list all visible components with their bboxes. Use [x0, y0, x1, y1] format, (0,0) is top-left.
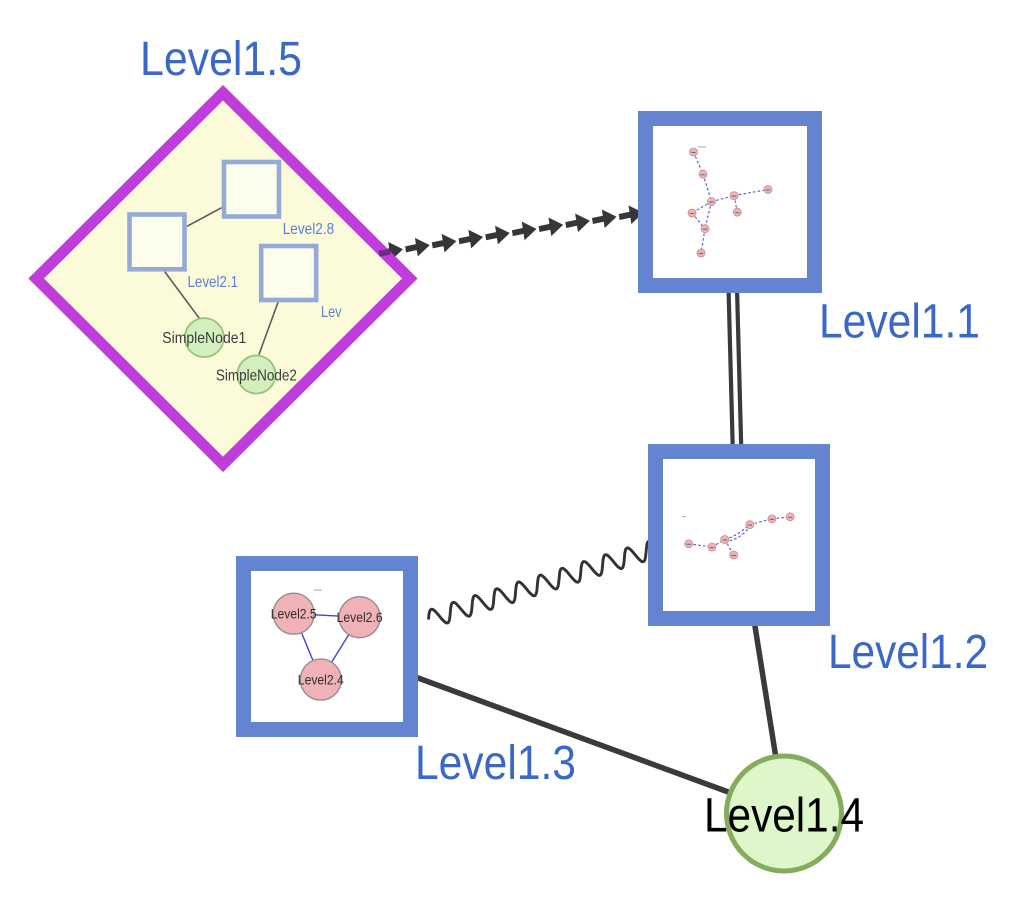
svg-text:Level1.2: Level1.2 — [828, 626, 988, 679]
svg-text:Level2.6: Level2.6 — [337, 610, 383, 625]
svg-text:Level1.5: Level1.5 — [140, 33, 302, 86]
svg-text:Level1.4: Level1.4 — [704, 790, 864, 843]
svg-text:Level2.1: Level2.1 — [188, 274, 239, 291]
svg-text:Level1.3: Level1.3 — [415, 737, 576, 790]
svg-text:Lev: Lev — [321, 304, 342, 321]
svg-text:Level2.8: Level2.8 — [283, 221, 335, 238]
svg-text:Level2.4: Level2.4 — [298, 673, 344, 688]
svg-text:Level1.1: Level1.1 — [819, 296, 980, 349]
svg-text:Level2.5: Level2.5 — [271, 607, 317, 622]
svg-text:SimpleNode1: SimpleNode1 — [162, 330, 246, 347]
svg-text:SimpleNode2: SimpleNode2 — [216, 368, 297, 385]
